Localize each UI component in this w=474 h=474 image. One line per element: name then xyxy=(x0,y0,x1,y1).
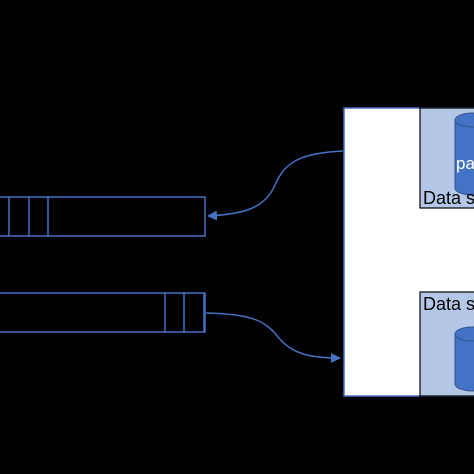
connector-arrow-to-panel xyxy=(205,312,341,363)
database-cylinder-icon xyxy=(454,112,474,196)
data-store-bottom: Data s xyxy=(419,291,474,397)
connector-arrow-to-queue xyxy=(207,150,344,221)
queue-incoming xyxy=(0,292,206,333)
data-store-top: pa Data s xyxy=(419,107,474,209)
data-store-bottom-label: Data s xyxy=(423,294,474,314)
database-cylinder-icon xyxy=(454,326,474,392)
queue-outgoing-body xyxy=(0,196,206,237)
data-store-top-label: Data s xyxy=(423,188,474,208)
queue-outgoing xyxy=(0,196,206,237)
cylinder-label: pa xyxy=(456,154,474,173)
queue-incoming-body xyxy=(0,292,206,333)
